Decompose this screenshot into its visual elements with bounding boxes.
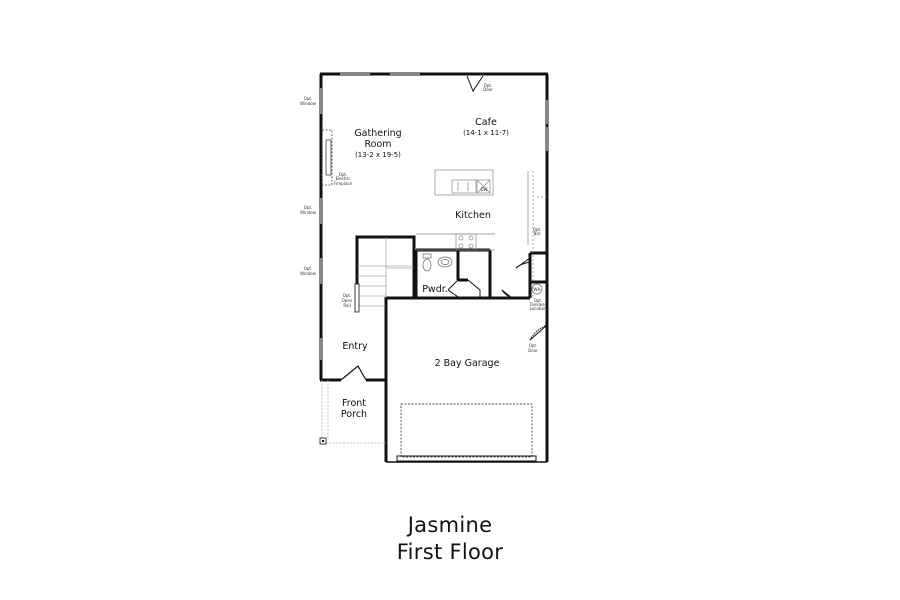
svg-text:Opt.: Opt. <box>484 83 493 88</box>
svg-text:WH: WH <box>534 287 541 292</box>
toilet-icon <box>422 253 432 272</box>
svg-text:Open: Open <box>342 298 353 303</box>
svg-text:DW: DW <box>480 187 487 192</box>
water-heater-icon <box>531 283 543 295</box>
cafe-opt-door <box>466 75 484 93</box>
svg-text:Opt.: Opt. <box>304 266 313 271</box>
gathering-room-label: Gathering <box>354 128 401 139</box>
svg-text:Door: Door <box>483 87 493 92</box>
windows <box>319 72 549 360</box>
cafe-label: Cafe <box>475 117 497 128</box>
svg-text:Opt.: Opt. <box>343 293 352 298</box>
svg-text:Window: Window <box>300 101 317 106</box>
door-swing-closet <box>501 257 531 299</box>
svg-text:Bar: Bar <box>534 231 541 236</box>
plan-name: Jasmine <box>407 513 493 537</box>
svg-text:Electric: Electric <box>336 176 351 181</box>
front-porch-label-2: Porch <box>341 409 367 420</box>
porch-outline <box>321 380 386 444</box>
entry-label: Entry <box>342 341 368 352</box>
svg-text:Fireplace: Fireplace <box>334 181 352 186</box>
garage-label: 2 Bay Garage <box>435 358 500 369</box>
cafe-dims: (14-1 x 11-7) <box>463 129 509 137</box>
svg-text:Location: Location <box>530 306 547 311</box>
fireplace <box>321 129 333 186</box>
svg-text:Opt.: Opt. <box>529 343 538 348</box>
svg-text:Opt.: Opt. <box>304 96 313 101</box>
floor-name: First Floor <box>396 540 504 564</box>
stairs <box>354 235 416 313</box>
garage-door <box>386 403 547 463</box>
svg-text:Rail: Rail <box>343 303 350 308</box>
garage-opt-door <box>529 324 548 341</box>
svg-text:Tankless: Tankless <box>529 302 547 307</box>
entry-door <box>340 365 367 381</box>
svg-text:Window: Window <box>300 271 317 276</box>
svg-text:Window: Window <box>300 210 317 215</box>
gathering-room-label-2: Room <box>364 139 391 150</box>
kitchen-island <box>434 169 494 196</box>
kitchen-counter <box>416 233 495 251</box>
svg-text:Opt.: Opt. <box>304 205 313 210</box>
kitchen-label: Kitchen <box>455 210 491 221</box>
svg-text:Opt.: Opt. <box>534 298 543 303</box>
sink-icon <box>437 256 453 268</box>
front-porch-label: Front <box>342 398 366 409</box>
svg-text:Opt.: Opt. <box>339 172 348 177</box>
gathering-room-dims: (13-2 x 19-5) <box>355 151 401 159</box>
svg-text:Opt.: Opt. <box>533 227 542 232</box>
opt-bar <box>527 171 547 298</box>
powder-doors <box>447 279 481 299</box>
powder-label: Pwdr. <box>422 284 448 295</box>
annotations: Opt. Window Opt. Window Opt. Window Opt.… <box>300 83 547 353</box>
svg-text:Door: Door <box>528 348 538 353</box>
